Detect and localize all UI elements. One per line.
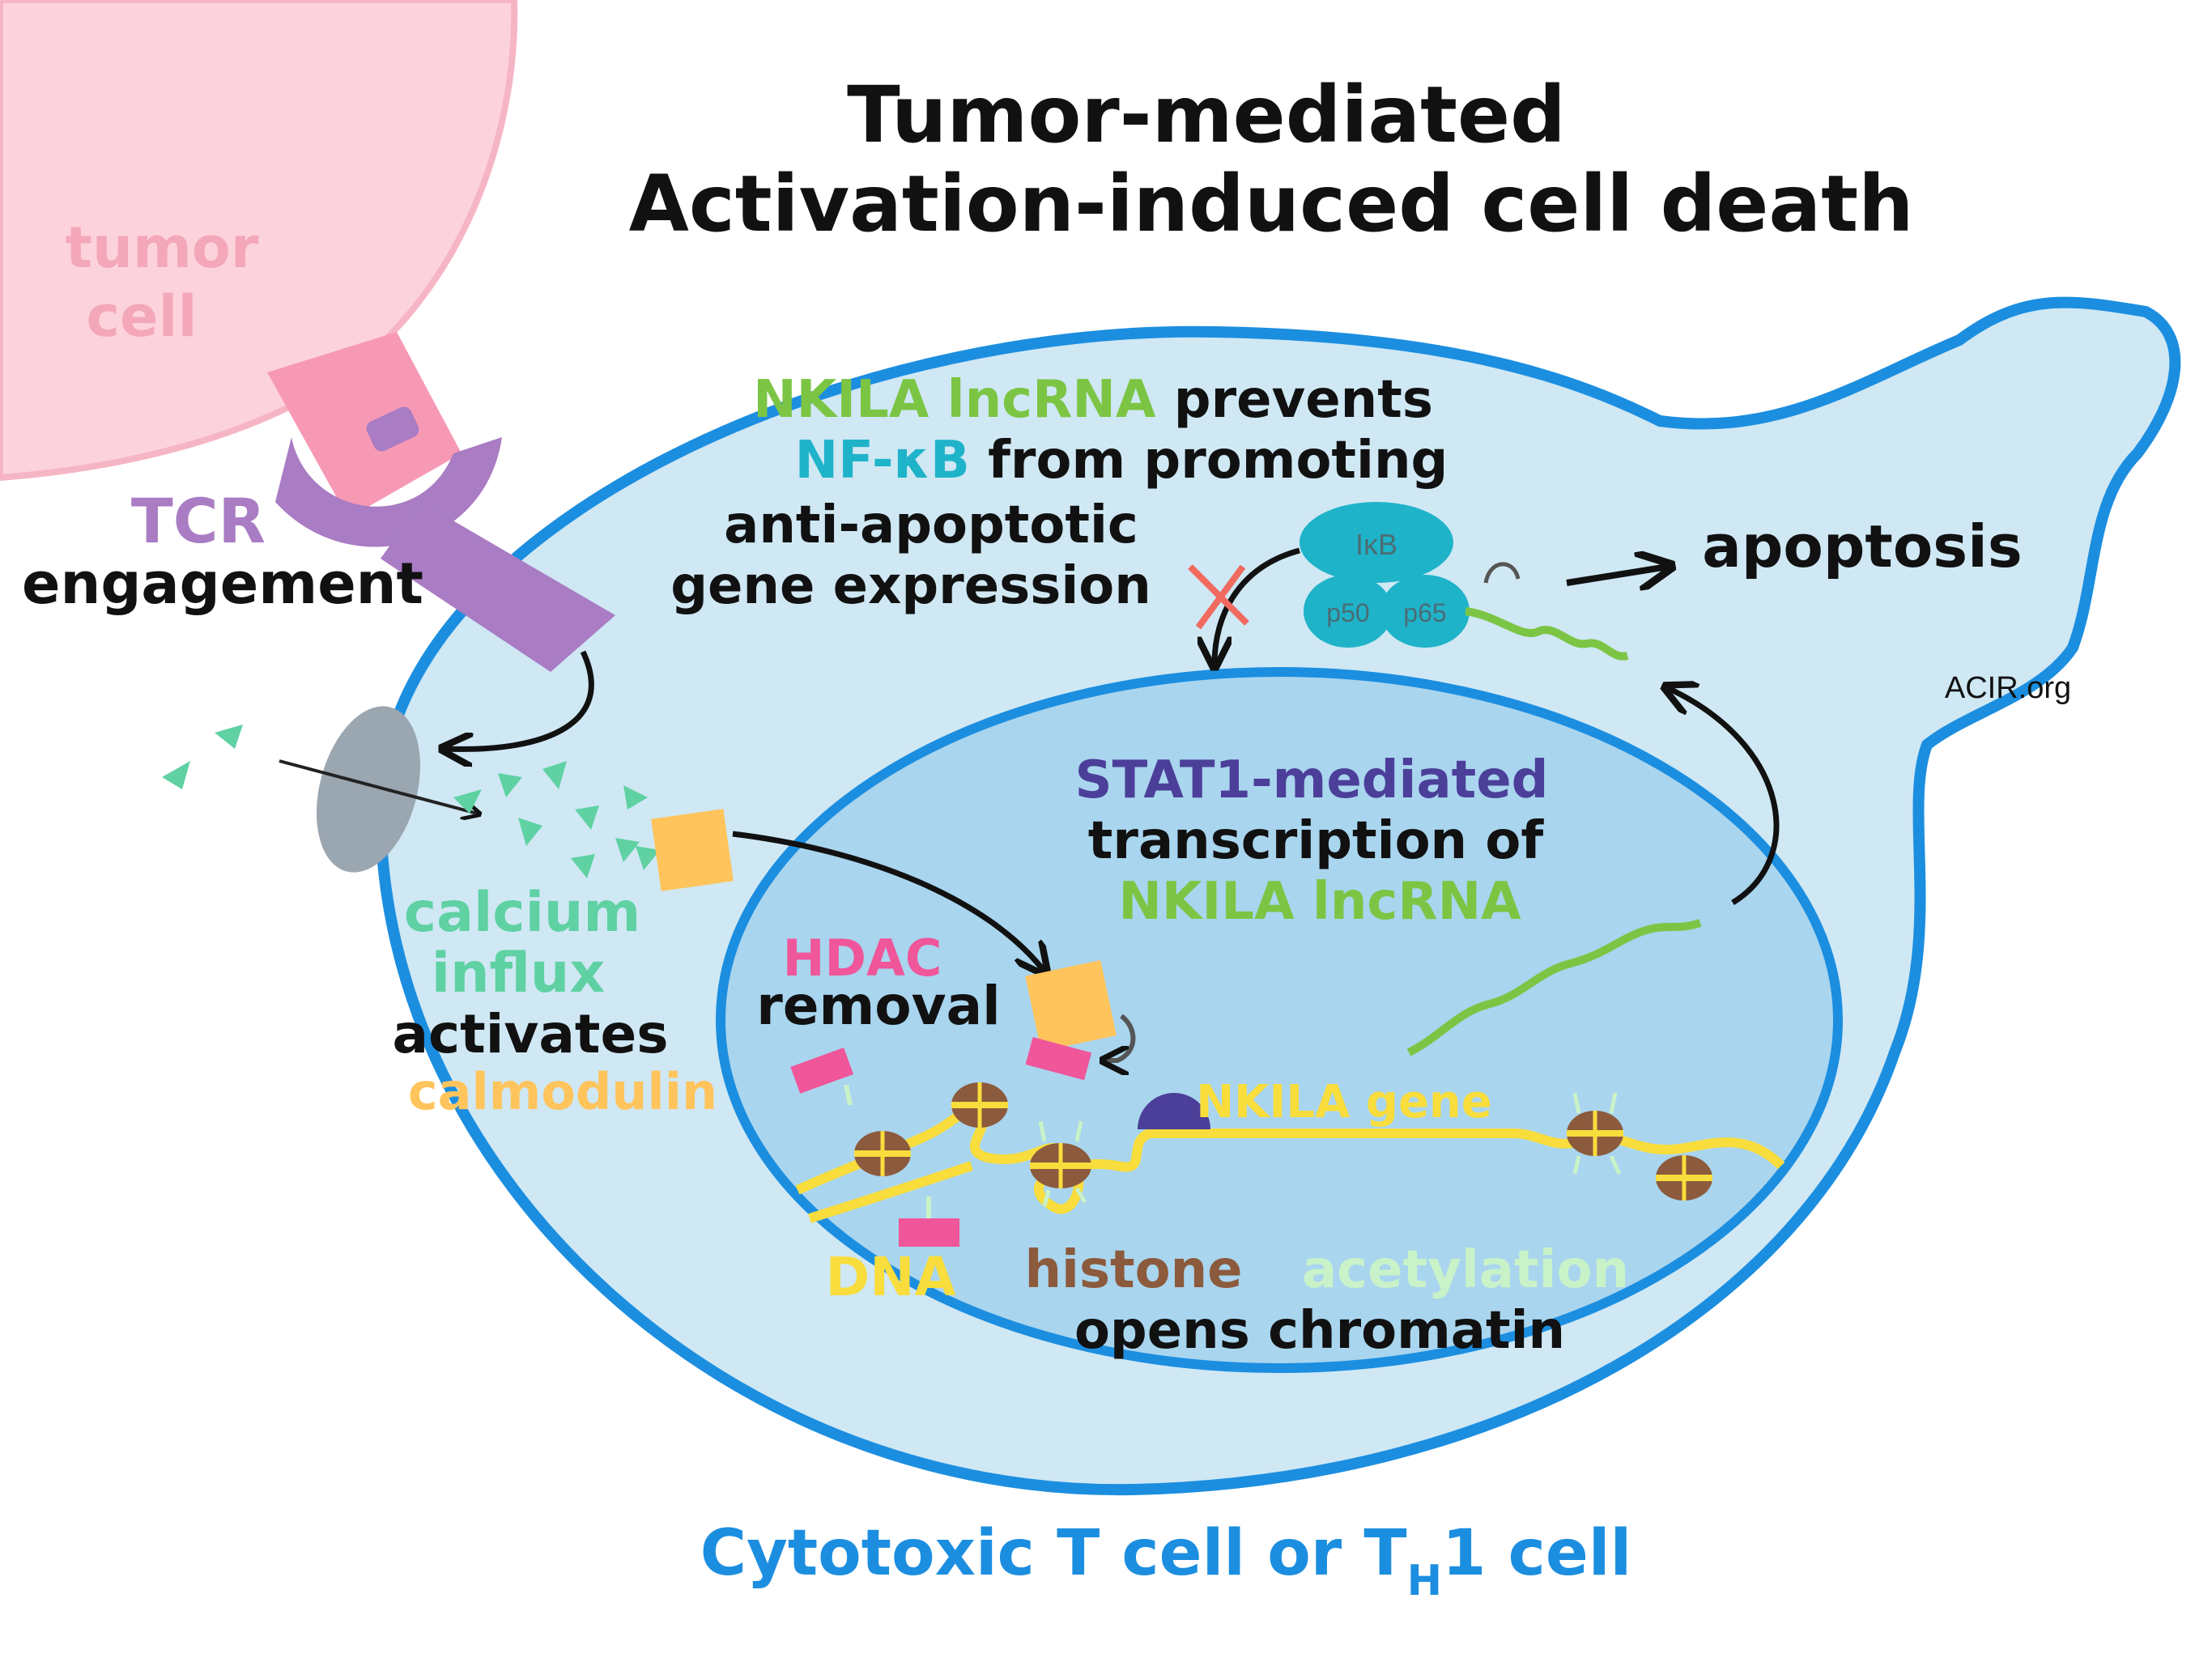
stat1-label: STAT1-mediated xyxy=(1075,750,1549,810)
removal-label: removal xyxy=(756,975,1001,1037)
p50-protein xyxy=(1304,575,1393,648)
ikb-protein xyxy=(1300,502,1453,583)
from-promoting-label: from promoting xyxy=(970,431,1448,491)
cell-caption-tail: 1 cell xyxy=(1442,1517,1631,1590)
apoptosis-arrow xyxy=(1566,567,1668,583)
hdac-block xyxy=(899,1218,959,1247)
nkila-prevents-line2: NF-κB from promoting xyxy=(795,431,1448,491)
calmodulin-nuclear xyxy=(1025,960,1117,1052)
acetyl-mark xyxy=(844,1084,853,1106)
nucleosome xyxy=(854,1131,911,1176)
stat1-protein xyxy=(1138,1093,1210,1129)
nkila-gene-label: NKILA gene xyxy=(1196,1076,1492,1129)
p65-label: p65 xyxy=(1403,598,1446,627)
deacetylation-hook xyxy=(1105,1014,1136,1061)
influx-label: influx xyxy=(432,942,605,1005)
acetylation-label: acetylation xyxy=(1302,1240,1629,1300)
t-cell xyxy=(374,296,2181,1496)
nkila-prevents-line1: NKILA lncRNA prevents xyxy=(753,370,1433,430)
watermark: ACIR.org xyxy=(1945,671,2071,705)
calcium-ion xyxy=(162,761,190,789)
gene-expression-label: gene expression xyxy=(670,556,1151,616)
nfkb-label: NF-κB xyxy=(795,431,970,491)
calcium-ion xyxy=(636,846,660,870)
calcium-ion xyxy=(215,725,243,749)
p65-protein xyxy=(1380,575,1470,648)
calcium-ion xyxy=(571,854,595,878)
nucleus xyxy=(716,667,1843,1373)
activates-label: activates xyxy=(393,1003,669,1065)
dna-strand-segment xyxy=(808,1161,973,1223)
nkila-lncrna-label: NKILA lncRNA xyxy=(753,370,1156,430)
calcium-ions xyxy=(162,725,660,878)
nucleosome-acetylated xyxy=(1567,1092,1623,1175)
transcription-of-label: transcription of xyxy=(1088,811,1545,871)
p50-label: p50 xyxy=(1326,598,1369,627)
calcium-entry-arrow xyxy=(279,759,478,814)
nfkb-nucleus-arrow xyxy=(1214,547,1300,664)
nkila-transcript xyxy=(1406,919,1702,1056)
cell-caption-main: Cytotoxic T cell or T xyxy=(700,1517,1407,1590)
hdac-block xyxy=(1025,1037,1092,1081)
cell-caption-subscript: H xyxy=(1407,1557,1443,1605)
tcr-to-channel-arrow xyxy=(445,650,594,749)
tumor-cell: tumor cell xyxy=(0,0,518,482)
tumor-cell-label-2: cell xyxy=(87,283,198,350)
histone-label: histone xyxy=(1024,1240,1242,1300)
inhibition-x xyxy=(1188,564,1249,630)
dna-label: DNA xyxy=(825,1246,955,1308)
apoptosis-label: apoptosis xyxy=(1702,512,2022,580)
calcium-ion xyxy=(575,805,599,830)
anti-apoptotic-label: anti-apoptotic xyxy=(724,495,1138,555)
tcr-engagement-label: engagement xyxy=(22,550,423,617)
nucleosome xyxy=(951,1082,1008,1128)
calmodulin-label: calmodulin xyxy=(408,1062,717,1121)
opens-chromatin-label: opens chromatin xyxy=(1074,1301,1565,1361)
ikb-label: IκB xyxy=(1355,528,1397,561)
calcium-label: calcium xyxy=(404,881,640,945)
title-line1: Tumor-mediated xyxy=(847,70,1566,160)
nucleus-export-arrow xyxy=(1668,688,1780,905)
tcr-label: TCR xyxy=(131,485,266,557)
nkila-bound-rna xyxy=(1465,607,1629,661)
nfkb-complex: IκB p50 p65 xyxy=(1300,502,1470,648)
binding-hook xyxy=(1483,562,1521,584)
nucleosome xyxy=(1656,1155,1712,1201)
cell-caption: Cytotoxic T cell or TH1 cell xyxy=(700,1517,1631,1605)
calcium-ion xyxy=(542,761,567,789)
prevents-label: prevents xyxy=(1155,370,1432,430)
tumor-cell-label-1: tumor xyxy=(66,215,259,281)
calcium-ion xyxy=(518,818,542,846)
calcium-ion xyxy=(615,838,640,862)
hdac-label: HDAC xyxy=(783,929,942,988)
calcium-ion xyxy=(623,785,648,810)
hdac-block xyxy=(790,1048,854,1094)
calcium-ion xyxy=(498,773,522,797)
calmodulin-to-nucleus-arrow xyxy=(732,831,1044,971)
title-line2: Activation-induced cell death xyxy=(629,159,1914,249)
calmodulin xyxy=(651,809,734,891)
calcium-ion xyxy=(453,789,482,814)
nkila-lncrna-nuclear-label: NKILA lncRNA xyxy=(1118,872,1521,932)
calcium-channel xyxy=(316,706,421,873)
nucleosome-acetylated xyxy=(1030,1120,1091,1207)
nucleosomes xyxy=(854,1082,1712,1207)
tcr-receptor xyxy=(267,332,615,672)
